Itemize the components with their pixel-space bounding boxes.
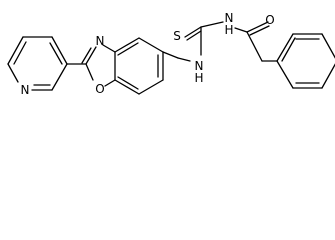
atom-label-sulfur: S: [173, 29, 181, 43]
bond: [51, 36, 68, 65]
bond: [321, 33, 335, 59]
bond: [162, 51, 179, 59]
atom-label-hydrogen-thiourea: H: [194, 71, 203, 85]
atom-label-nitrogen-thiourea: N: [195, 59, 204, 73]
bond: [249, 25, 270, 36]
bond: [276, 60, 294, 89]
bond: [321, 63, 335, 89]
bond: [51, 63, 68, 91]
atom-label-oxygen-oxazole: O: [95, 82, 104, 96]
bond: [85, 63, 94, 81]
bond: [114, 37, 140, 53]
bond: [7, 63, 19, 83]
bond: [276, 33, 294, 62]
atom-label-nitrogen-pyridine: N: [21, 83, 30, 97]
bond: [117, 76, 139, 90]
bond: [102, 44, 116, 53]
bond: [138, 79, 164, 95]
bond: [246, 21, 269, 33]
bond: [200, 21, 224, 28]
bond: [49, 42, 63, 65]
bond: [246, 31, 263, 62]
bond: [81, 47, 92, 64]
bond: [186, 30, 202, 41]
bond: [13, 41, 27, 65]
bond: [104, 79, 116, 87]
bond: [281, 37, 296, 62]
atom-label-hydrogen-amide: H: [224, 23, 233, 37]
bond: [114, 79, 140, 95]
bond: [117, 42, 139, 56]
bond: [85, 46, 97, 65]
atom-label-nitrogen-oxazole: N: [96, 34, 105, 48]
molecule-svg: S N H O N H N O N: [7, 11, 335, 97]
bond: [177, 57, 191, 62]
bond: [234, 27, 248, 33]
bond: [7, 36, 24, 65]
bond: [138, 37, 164, 53]
atom-label-nitrogen-amide: N: [225, 11, 234, 25]
bond: [184, 26, 202, 38]
atom-label-oxygen-carbonyl: O: [265, 13, 274, 27]
